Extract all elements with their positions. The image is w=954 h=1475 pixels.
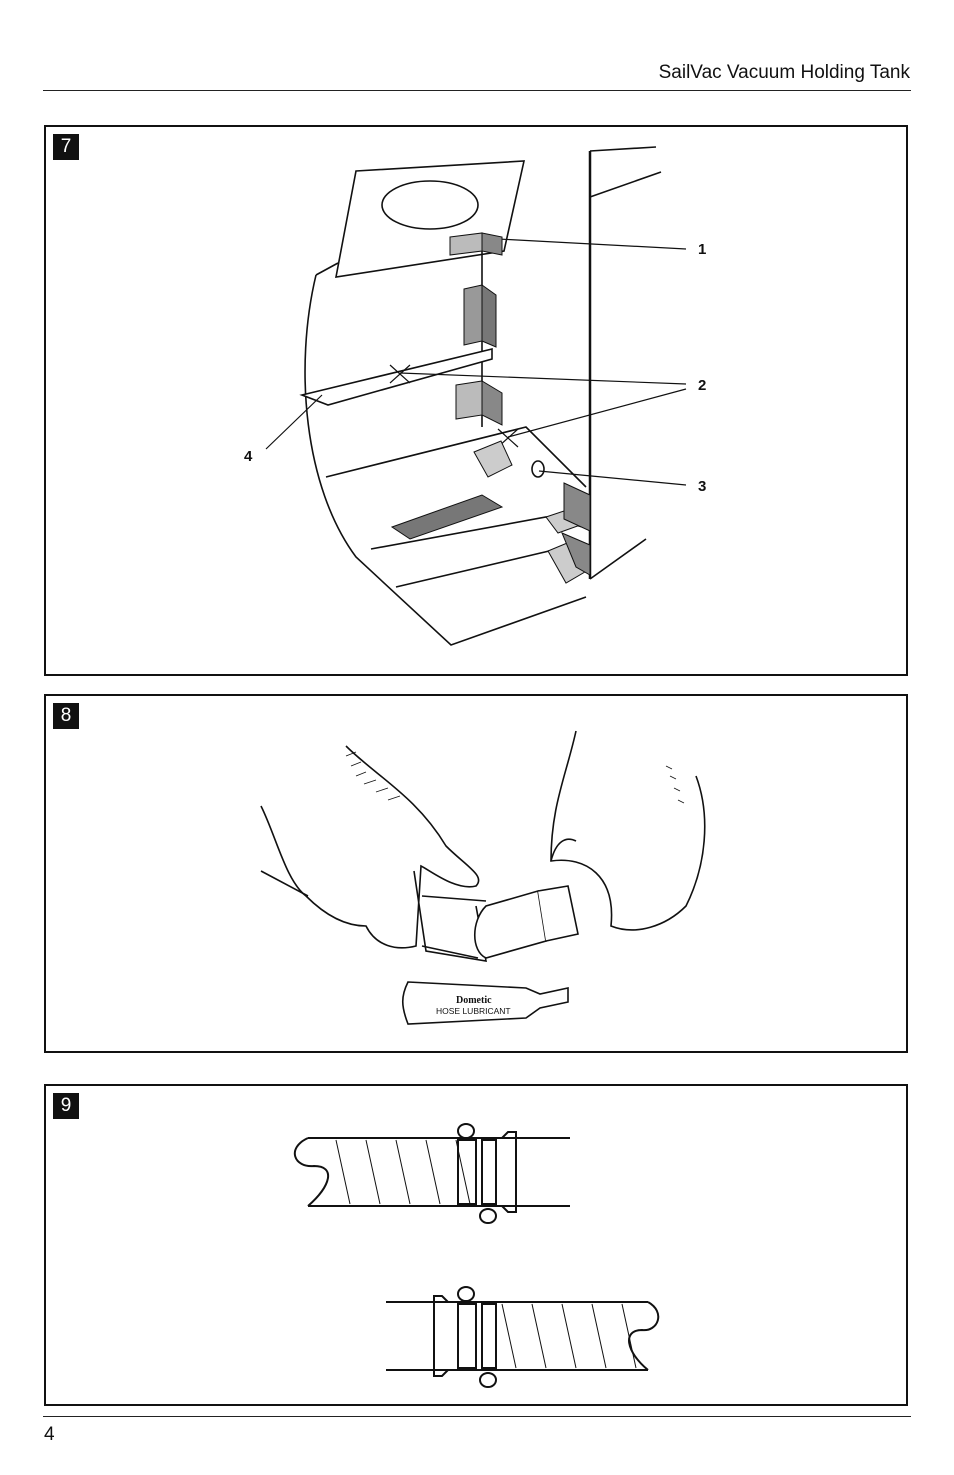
- figure-8: Dometic HOSE LUBRICANT 8: [44, 694, 908, 1053]
- hands-hose-illustration: Dometic HOSE LUBRICANT: [260, 730, 706, 1025]
- figure-7: 1 2 3 4 7: [44, 125, 908, 676]
- page-header-title: SailVac Vacuum Holding Tank: [658, 62, 910, 83]
- tank-installation-illustration: 1 2 3 4: [244, 146, 706, 646]
- figure-number-7: 7: [53, 134, 79, 160]
- callout-3: 3: [698, 478, 706, 495]
- figure-number-9: 9: [53, 1093, 79, 1119]
- tube-label: HOSE LUBRICANT: [436, 1006, 511, 1016]
- footer-divider: [43, 1416, 911, 1417]
- hose-clamp-illustration: [293, 1123, 660, 1388]
- callout-1: 1: [698, 241, 706, 258]
- page-number: 4: [44, 1424, 55, 1445]
- header-divider: [43, 90, 911, 91]
- callout-4: 4: [244, 448, 253, 465]
- figure-9: 9: [44, 1084, 908, 1406]
- figure-number-8: 8: [53, 703, 79, 729]
- callout-2: 2: [698, 377, 706, 394]
- tube-brand: Dometic: [456, 995, 492, 1006]
